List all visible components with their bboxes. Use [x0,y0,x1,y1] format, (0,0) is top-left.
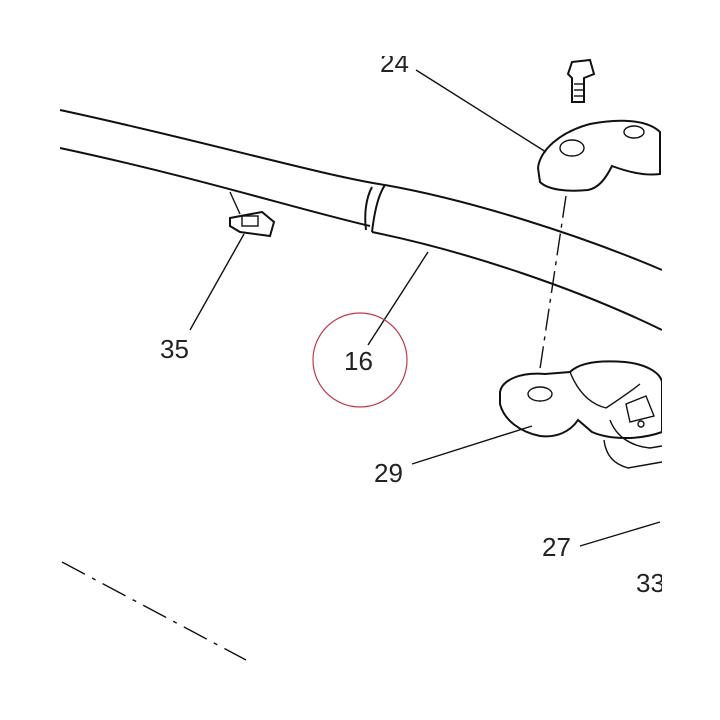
part-24-upper-clamp [415,69,661,192]
leader-27 [579,521,661,547]
leader-16 [367,251,429,346]
axis-line-lower [61,561,247,661]
part-35-clip [189,191,276,331]
callout-27[interactable]: 27 [542,532,571,562]
handlebar-tube [59,109,663,331]
leader-35 [189,233,245,331]
axis-line [537,195,567,383]
callout-29[interactable]: 29 [374,458,403,488]
callout-16[interactable]: 16 [344,346,373,376]
part-29-lower-clamp [411,360,663,469]
bolt-part [566,58,596,103]
right-crop-mask [662,0,720,720]
highlight-circle-16 [312,312,408,408]
leader-24 [415,69,547,153]
callout-33[interactable]: 33 [636,568,665,598]
leader-29 [411,425,533,465]
callout-35[interactable]: 35 [160,334,189,364]
top-crop-mask [0,0,720,56]
